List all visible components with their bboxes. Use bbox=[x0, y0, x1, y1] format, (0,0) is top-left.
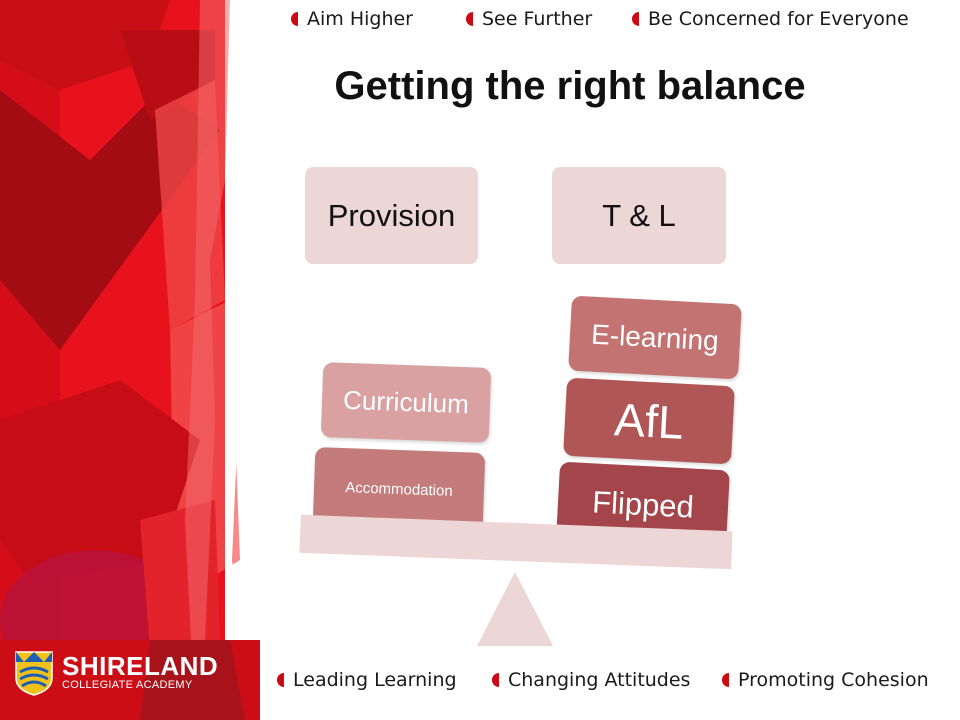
tagline-promoting-cohesion: Promoting Cohesion bbox=[722, 669, 929, 691]
tagline-text: Changing Attitudes bbox=[508, 669, 691, 691]
provision-label: Provision bbox=[305, 167, 478, 264]
tagline-see-further: See Further bbox=[466, 8, 592, 30]
tagline-text: Aim Higher bbox=[307, 8, 413, 30]
red-bullet-icon bbox=[277, 673, 284, 687]
elearning-block: E-learning bbox=[568, 295, 742, 380]
tagline-changing-attitudes: Changing Attitudes bbox=[492, 669, 690, 691]
logo-name: SHIRELAND bbox=[62, 651, 219, 681]
tagline-text: Be Concerned for Everyone bbox=[648, 8, 909, 30]
curriculum-block: Curriculum bbox=[320, 362, 492, 443]
slide-title: Getting the right balance bbox=[334, 64, 806, 108]
red-bullet-icon bbox=[632, 12, 639, 26]
tagline-leading-learning: Leading Learning bbox=[277, 669, 457, 691]
tagline-text: Promoting Cohesion bbox=[738, 669, 929, 691]
tl-label: T & L bbox=[552, 167, 726, 264]
decorative-sidebar bbox=[0, 0, 260, 720]
afl-block: AfL bbox=[563, 377, 735, 465]
tagline-be-concerned: Be Concerned for Everyone bbox=[632, 8, 909, 30]
logo-subtitle: COLLEGIATE ACADEMY bbox=[62, 679, 193, 691]
tagline-aim-higher: Aim Higher bbox=[291, 8, 413, 30]
tagline-text: Leading Learning bbox=[293, 669, 457, 691]
seesaw-fulcrum-icon bbox=[477, 572, 553, 646]
red-bullet-icon bbox=[466, 12, 473, 26]
red-bullet-icon bbox=[291, 12, 298, 26]
red-bullet-icon bbox=[492, 673, 499, 687]
crest-icon bbox=[15, 651, 53, 696]
shireland-logo: SHIRELAND COLLEGIATE ACADEMY bbox=[14, 648, 218, 696]
tagline-text: See Further bbox=[482, 8, 593, 30]
red-bullet-icon bbox=[722, 673, 729, 687]
sidebar-artwork bbox=[0, 0, 260, 720]
